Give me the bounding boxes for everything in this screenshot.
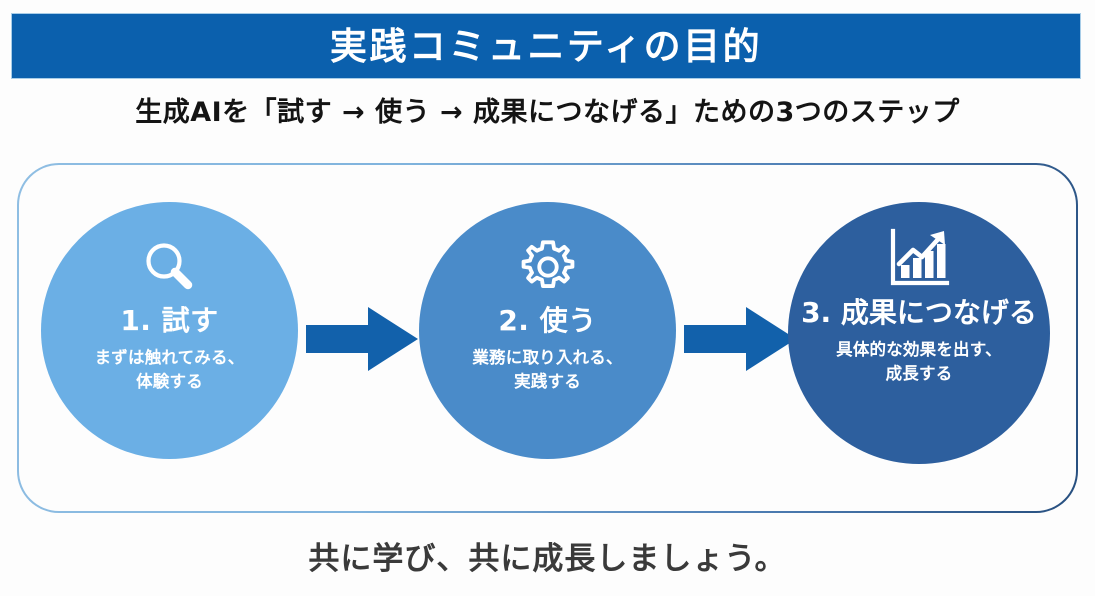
step-2-desc-line-2: 実践する xyxy=(514,371,581,391)
step-circle-3[interactable]: 3. 成果につなげる 具体的な効果を出す、 成長する xyxy=(788,202,1050,464)
step-1-description: まずは触れてみる、 体験する xyxy=(95,346,245,394)
step-3-desc-line-2: 成長する xyxy=(885,363,953,383)
page-title: 実践コミュニティの目的 xyxy=(329,24,763,68)
step-1-desc-line-1: まずは触れてみる、 xyxy=(94,347,245,367)
step-1-desc-line-2: 体験する xyxy=(136,371,203,391)
magnifier-icon xyxy=(139,234,201,300)
step-3-description: 具体的な効果を出す、 成長する xyxy=(836,338,1002,386)
step-3-desc-line-1: 具体的な効果を出す、 xyxy=(836,339,1002,359)
subtitle: 生成AIを「試す → 使う → 成果につなげる」ための3つのステップ xyxy=(135,97,960,128)
growth-chart-icon xyxy=(886,226,952,292)
step-2-desc-line-1: 業務に取り入れる、 xyxy=(472,347,623,367)
step-circle-1[interactable]: 1. 試す まずは触れてみる、 体験する xyxy=(41,202,298,459)
footer-message: 共に学び、共に成長しましょう。 xyxy=(308,541,787,577)
gear-icon xyxy=(517,234,579,300)
step-circle-2[interactable]: 2. 使う 業務に取り入れる、 実践する xyxy=(419,202,676,459)
step-1-heading: 1. 試す xyxy=(120,304,219,337)
title-bar: 実践コミュニティの目的 xyxy=(12,14,1080,78)
arrow-step1-to-step2 xyxy=(306,305,418,377)
step-2-description: 業務に取り入れる、 実践する xyxy=(472,346,622,394)
arrow-step2-to-step3 xyxy=(684,305,796,377)
step-2-heading: 2. 使う xyxy=(498,304,597,337)
step-3-heading: 3. 成果につなげる xyxy=(801,296,1037,329)
